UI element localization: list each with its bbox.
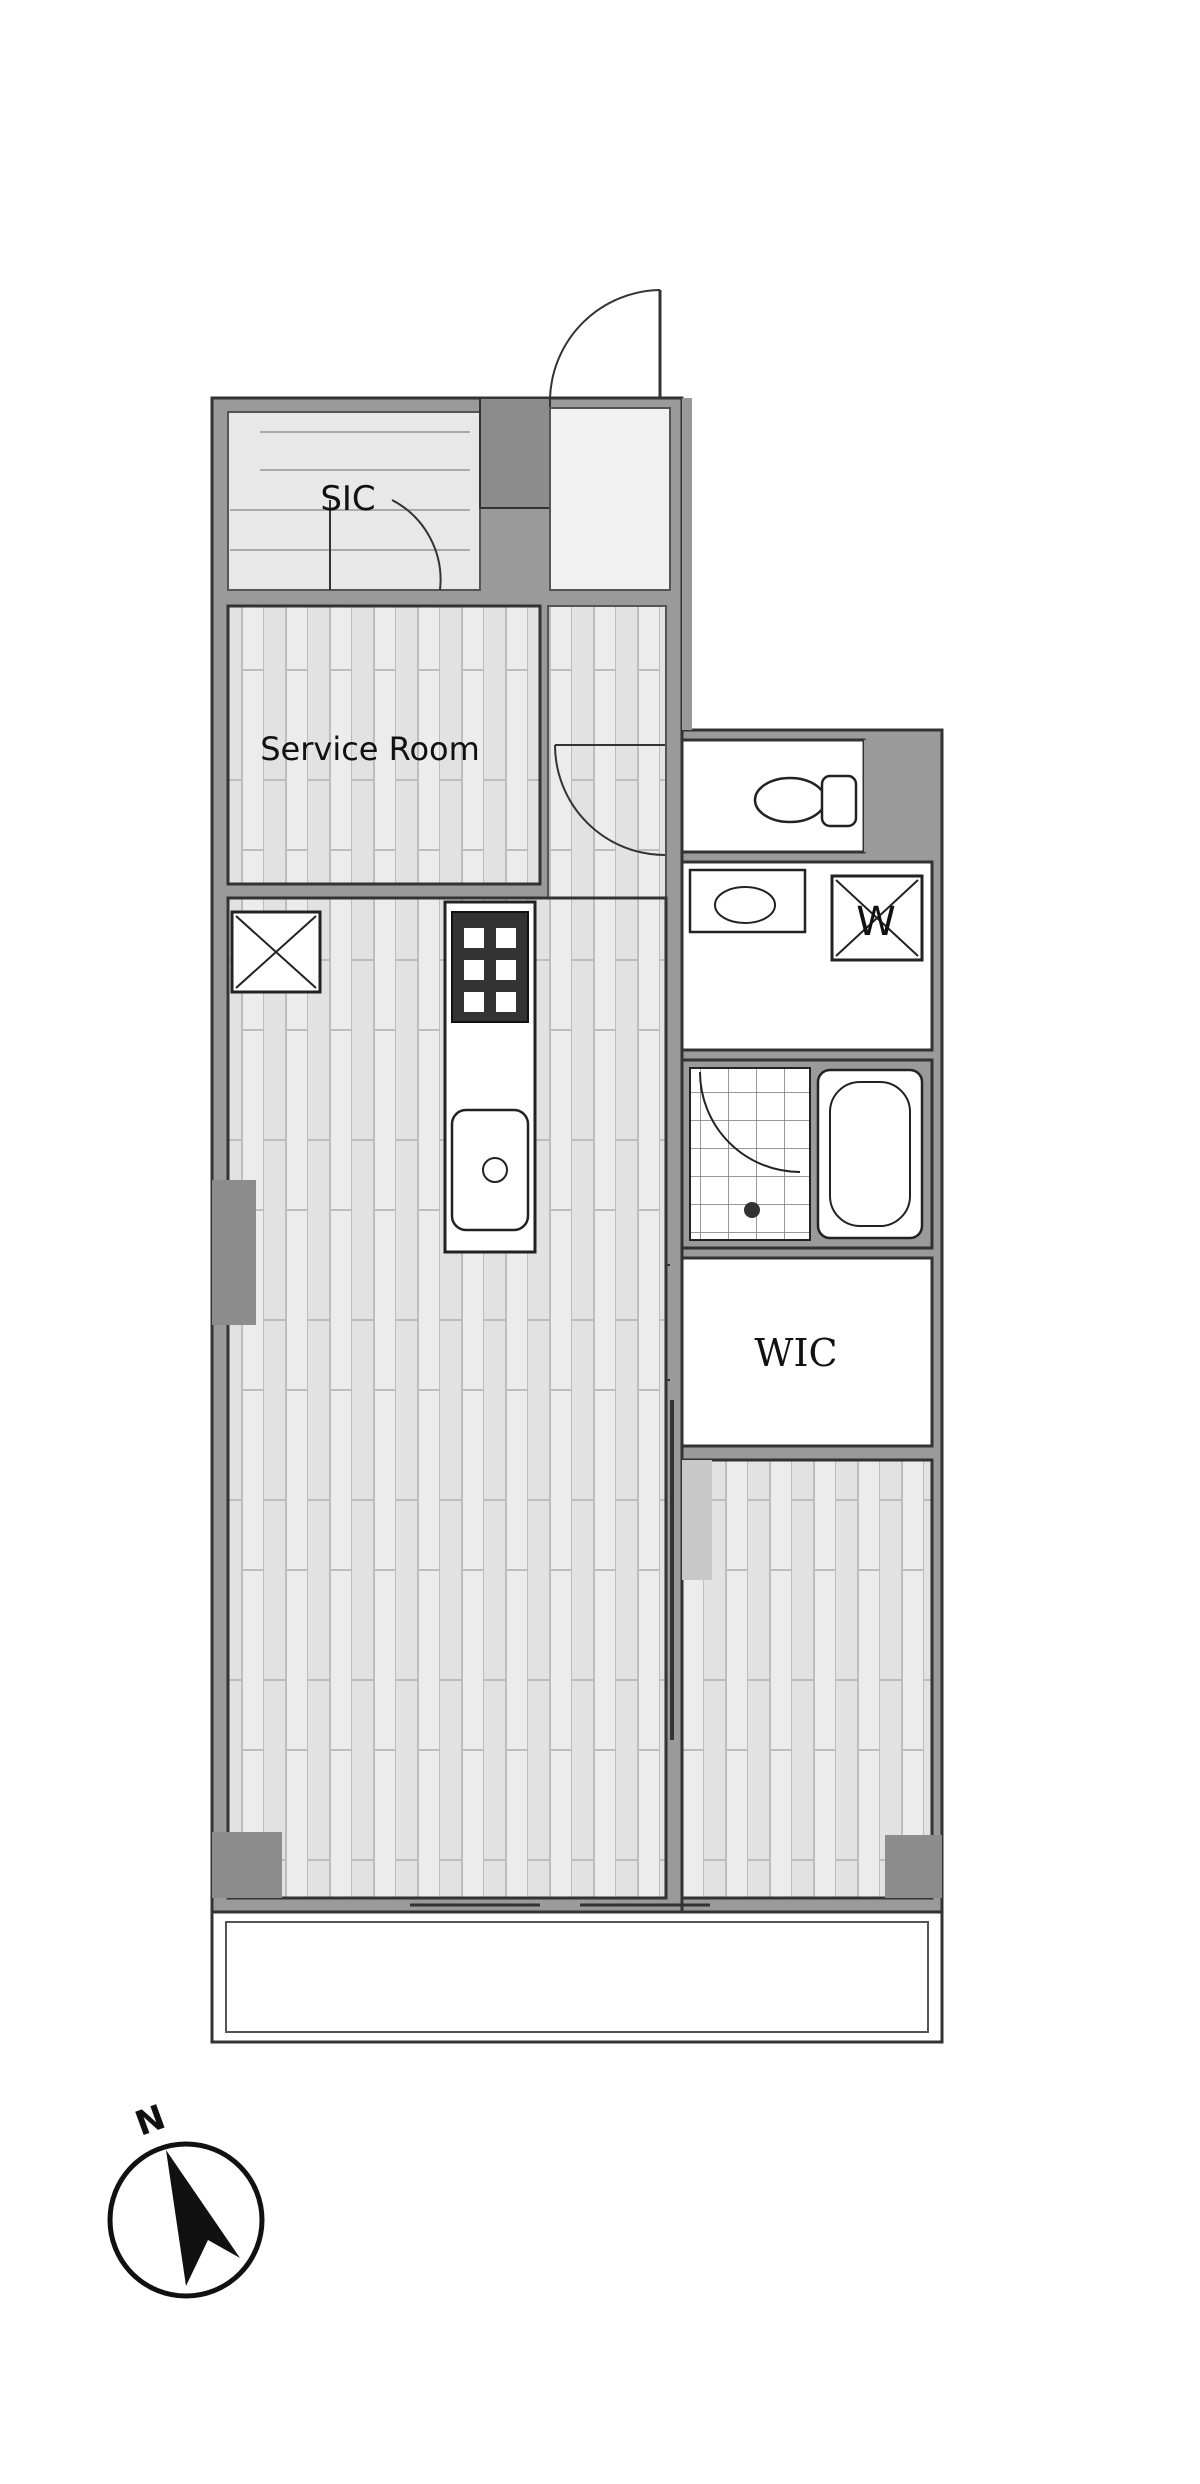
sink-icon [688,868,807,934]
bathroom [680,1058,934,1250]
north-compass: N [107,2097,265,2299]
service-room [226,604,542,886]
entrance-hall [479,289,671,591]
north-label: N [130,2097,170,2144]
service-room-label: Service Room [260,730,480,768]
sic-label: SIC [320,479,375,519]
wic-room: WIC [680,1256,934,1448]
washroom: W [680,860,934,1052]
toilet-icon [753,776,827,824]
stove-icon [451,911,529,1023]
balcony [210,1903,944,2044]
wic-label: WIC [754,1331,837,1375]
washer-label: W [856,899,896,945]
living-dining-kitchen [212,896,668,1900]
north-arrow-icon [166,2150,240,2286]
kitchen-sink-icon [450,1108,530,1232]
toilet-room [680,738,932,854]
bedroom [670,1400,942,1900]
